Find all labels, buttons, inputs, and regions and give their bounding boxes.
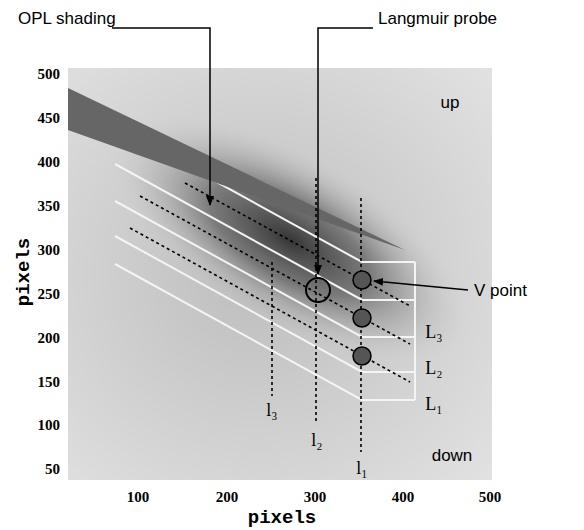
dotted-lines bbox=[130, 178, 410, 452]
tick-label: 250 bbox=[38, 287, 61, 302]
line-label: L₃ bbox=[425, 323, 442, 341]
tick-label: 100 bbox=[127, 490, 150, 505]
v-points bbox=[353, 271, 371, 365]
plasma-glow bbox=[74, 66, 505, 413]
line-label: L₂ bbox=[425, 359, 442, 377]
tick-label: 200 bbox=[38, 331, 61, 346]
white-guides bbox=[115, 126, 415, 400]
probe-circle bbox=[306, 278, 330, 302]
leader-lines bbox=[112, 28, 468, 290]
tick-label: 300 bbox=[38, 243, 61, 258]
line-label: L₁ bbox=[425, 395, 442, 413]
tick-label: 100 bbox=[38, 418, 61, 433]
tick-label: 400 bbox=[392, 490, 415, 505]
axis-title: pixels bbox=[248, 509, 316, 528]
tick-label: 450 bbox=[38, 111, 61, 126]
axis-title: pixels bbox=[15, 238, 34, 306]
tick-label: 350 bbox=[38, 199, 61, 214]
line-label: l₃ bbox=[266, 401, 277, 419]
tick-label: 400 bbox=[38, 155, 61, 170]
tick-label: 300 bbox=[304, 490, 327, 505]
tick-label: 500 bbox=[479, 490, 502, 505]
tick-label: 150 bbox=[38, 375, 61, 390]
line-label: l₂ bbox=[311, 431, 322, 449]
callout-text: V point bbox=[474, 282, 527, 299]
tick-label: 50 bbox=[45, 462, 60, 477]
direction-label: up bbox=[441, 94, 460, 111]
direction-label: down bbox=[432, 447, 473, 464]
tick-label: 200 bbox=[216, 490, 239, 505]
callout-text: Langmuir probe bbox=[378, 10, 497, 27]
line-label: l₁ bbox=[356, 459, 367, 477]
opl-shading bbox=[68, 88, 405, 250]
tick-label: 500 bbox=[38, 67, 61, 82]
callout-text: OPL shading bbox=[18, 10, 116, 27]
